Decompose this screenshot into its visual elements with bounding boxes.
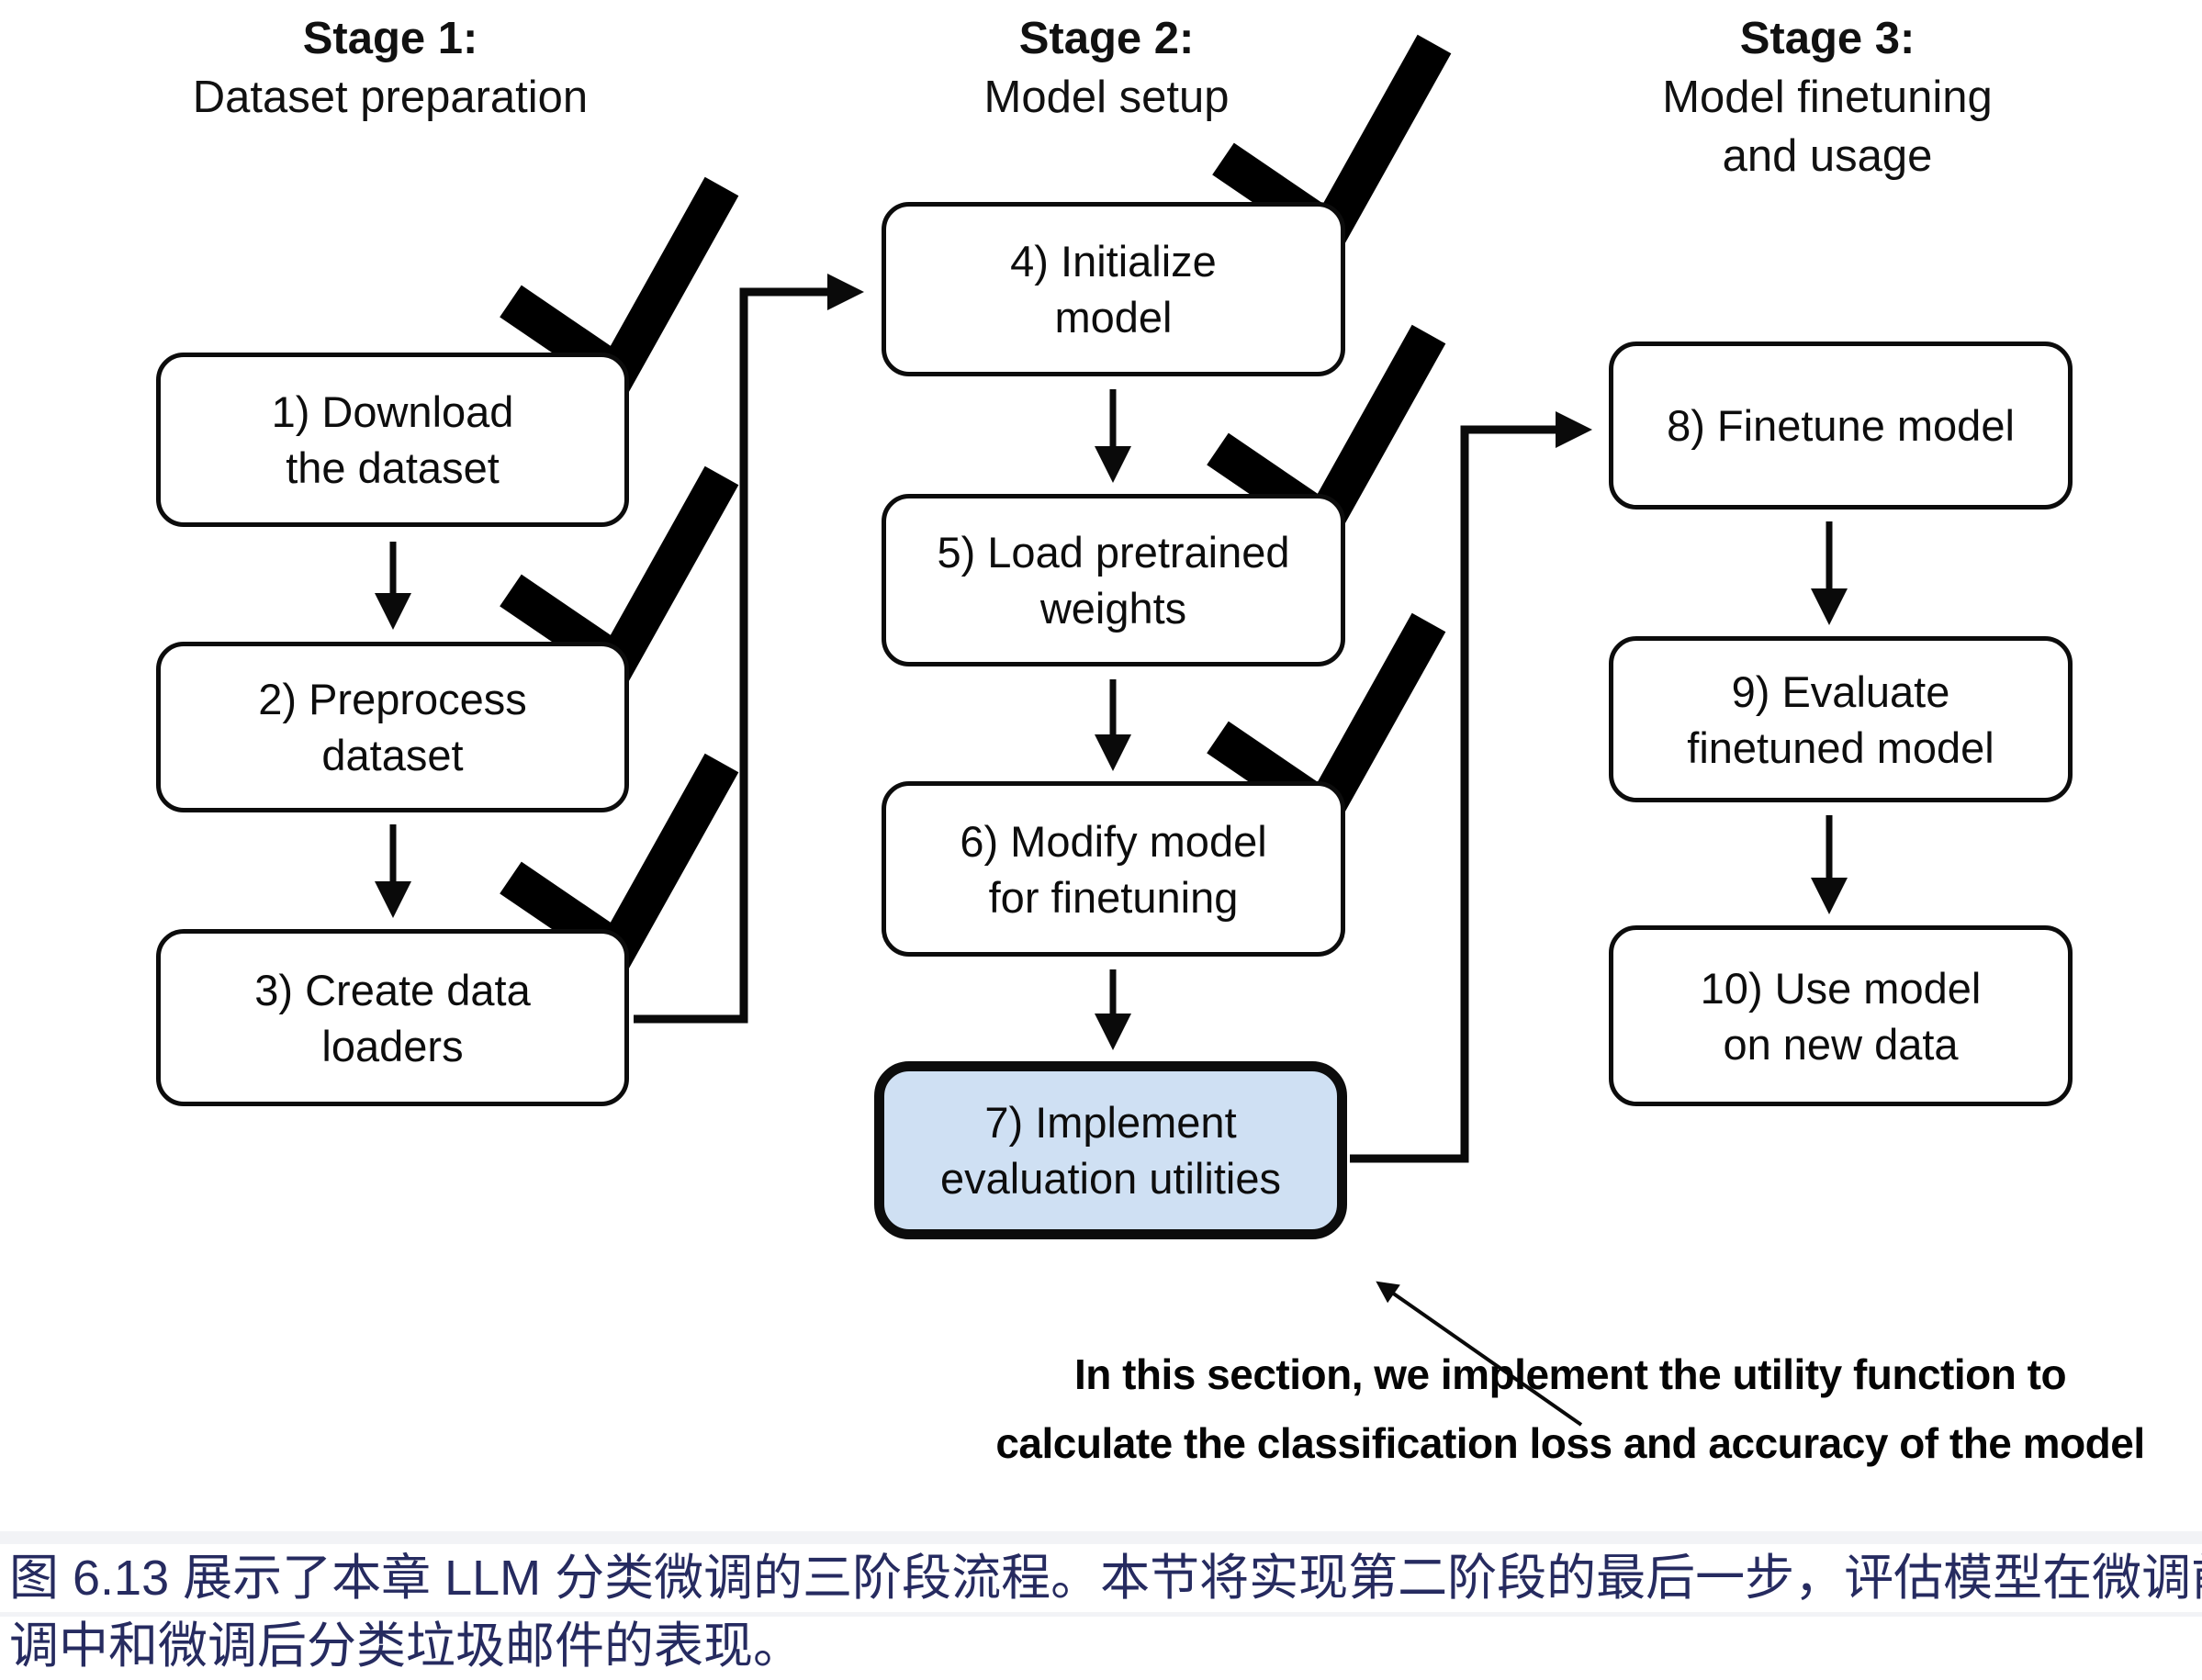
flow-box-finetune-model: 8) Finetune model bbox=[1609, 342, 2073, 510]
connector-box7-to-box8 bbox=[1350, 411, 1592, 1163]
flow-box-label-line: 3) Create data bbox=[254, 965, 531, 1014]
flow-box-label-line: evaluation utilities bbox=[940, 1154, 1281, 1203]
caption-line: 图 6.13 展示了本章 LLM 分类微调的三阶段流程。本节将实现第二阶段的最后… bbox=[0, 1544, 2202, 1612]
flow-box-download-dataset: 1) Download the dataset bbox=[156, 353, 629, 527]
flow-box-label-line: 8) Finetune model bbox=[1667, 401, 2015, 450]
check-icon bbox=[500, 176, 739, 402]
flow-box-label-line: 7) Implement bbox=[984, 1098, 1237, 1147]
stage1-title-block: Stage 1: Dataset preparation bbox=[96, 9, 684, 127]
stage2-subtitle: Model setup bbox=[983, 73, 1230, 122]
flow-box-implement-evaluation-utilities: 7) Implement evaluation utilities bbox=[874, 1061, 1347, 1239]
flow-box-preprocess-dataset: 2) Preprocess dataset bbox=[156, 642, 629, 812]
stage1-subtitle: Dataset preparation bbox=[192, 73, 589, 122]
flow-box-label-line: weights bbox=[1039, 584, 1187, 633]
stage2-title-block: Stage 2: Model setup bbox=[813, 9, 1400, 127]
flow-box-label-line: 5) Load pretrained bbox=[937, 528, 1290, 577]
stage3-title-block: Stage 3: Model finetuning and usage bbox=[1534, 9, 2121, 185]
stage3-title: Stage 3: bbox=[1739, 14, 1916, 63]
flow-box-label-line: 1) Download bbox=[271, 387, 514, 436]
flow-box-label-line: for finetuning bbox=[988, 872, 1239, 922]
stage3-subtitle: Model finetuning bbox=[1662, 73, 1993, 122]
stage1-title: Stage 1: bbox=[302, 14, 478, 63]
flow-box-label-line: on new data bbox=[1723, 1019, 1959, 1069]
annotation-line: In this section, we implement the utilit… bbox=[1073, 1350, 2067, 1398]
flow-box-label-line: finetuned model bbox=[1687, 722, 1994, 772]
flow-box-label-line: 2) Preprocess bbox=[258, 675, 527, 723]
annotation-text: In this section, we implement the utilit… bbox=[918, 1340, 2202, 1478]
annotation-line: calculate the classification loss and ac… bbox=[995, 1419, 2145, 1467]
flow-box-initialize-model: 4) Initialize model bbox=[882, 202, 1345, 376]
flow-box-modify-model-finetuning: 6) Modify model for finetuning bbox=[882, 781, 1345, 957]
flow-box-label-line: 4) Initialize bbox=[1010, 237, 1217, 286]
flow-box-label-line: loaders bbox=[321, 1021, 464, 1070]
stage3-subtitle: and usage bbox=[1722, 131, 1933, 181]
caption-line: 调中和微调后分类垃圾邮件的表现。 bbox=[0, 1617, 2202, 1680]
flow-box-load-pretrained-weights: 5) Load pretrained weights bbox=[882, 494, 1345, 666]
stage2-title: Stage 2: bbox=[1018, 14, 1195, 63]
flow-box-create-data-loaders: 3) Create data loaders bbox=[156, 929, 629, 1106]
flow-box-label-line: 6) Modify model bbox=[960, 816, 1267, 866]
flow-box-label-line: 10) Use model bbox=[1700, 963, 1982, 1013]
flow-box-label-line: 9) Evaluate bbox=[1731, 666, 1950, 716]
flow-box-evaluate-finetuned-model: 9) Evaluate finetuned model bbox=[1609, 636, 2073, 802]
figure-caption: 图 6.13 展示了本章 LLM 分类微调的三阶段流程。本节将实现第二阶段的最后… bbox=[0, 1531, 2202, 1680]
connector-box3-to-box4 bbox=[634, 274, 864, 1024]
flow-box-label-line: dataset bbox=[321, 731, 464, 779]
flow-box-use-model-new-data: 10) Use model on new data bbox=[1609, 925, 2073, 1106]
flow-box-label-line: the dataset bbox=[286, 443, 500, 492]
flow-box-label-line: model bbox=[1054, 293, 1173, 342]
